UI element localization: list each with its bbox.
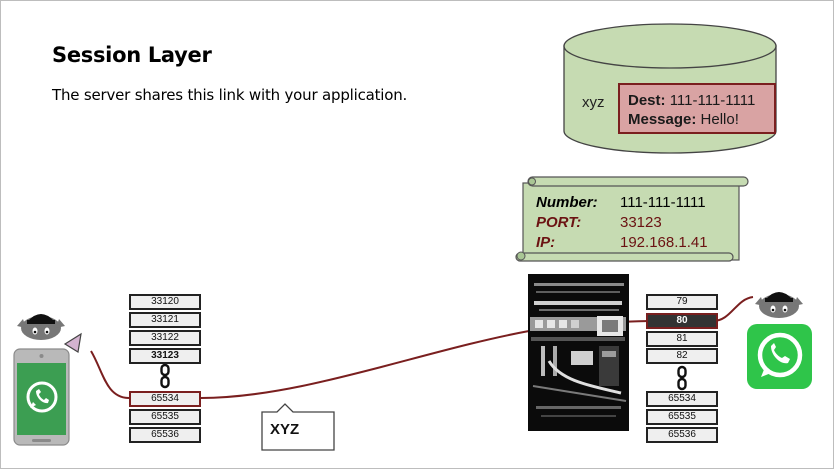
server-port-65536: 65536 <box>646 427 718 443</box>
pointer-triangle-icon <box>63 332 82 353</box>
note-dest-value: 111-111-1111 <box>669 92 756 109</box>
database-label: xyz <box>582 94 605 111</box>
client-port-33121: 33121 <box>129 312 201 328</box>
scroll-card: Number: 111-111-1111 PORT: 33123 IP: 192.16… <box>536 193 708 253</box>
whatsapp-icon <box>747 324 812 389</box>
scroll-key: IP: <box>536 234 556 251</box>
slide-subtitle: The server shares this link with your ap… <box>52 86 408 104</box>
server-port-82: 82 <box>646 348 718 364</box>
scroll-card-shape <box>515 176 749 262</box>
server-port-65534: 65534 <box>646 391 718 407</box>
client-port-33122: 33122 <box>129 330 201 346</box>
server-port-81: 81 <box>646 331 718 347</box>
packet-xyz-label: XYZ <box>270 421 300 438</box>
server-port-80: 80 <box>646 313 718 329</box>
robot-head-icon-right <box>755 292 803 318</box>
client-port-65536: 65536 <box>129 427 201 443</box>
scroll-value: 33123 <box>620 214 662 231</box>
smartphone-icon <box>13 348 70 446</box>
server-port-79: 79 <box>646 294 718 310</box>
note-message-value: Hello! <box>700 111 739 128</box>
chain-link-icon-client <box>160 363 170 389</box>
scroll-key: PORT: <box>536 214 582 231</box>
note-message-label: Message: <box>628 111 697 128</box>
client-port-65534: 65534 <box>129 391 201 407</box>
scroll-row-ip: IP: 192.168.1.41 <box>536 233 708 253</box>
scroll-key: Number: <box>536 194 598 211</box>
note-message-row: Message: Hello! <box>628 110 774 129</box>
scroll-value: 111-111-1111 <box>620 194 706 211</box>
robot-head-icon-left <box>17 314 65 340</box>
scroll-row-number: Number: 111-111-1111 <box>536 193 708 213</box>
slide-title: Session Layer <box>52 43 212 67</box>
client-port-65535: 65535 <box>129 409 201 425</box>
database-note: Dest: 111-111-1111 Message: Hello! <box>618 83 776 134</box>
client-port-33123: 33123 <box>129 348 201 364</box>
chain-link-icon-server <box>677 365 687 391</box>
server-port-65535: 65535 <box>646 409 718 425</box>
note-dest-row: Dest: 111-111-1111 <box>628 91 774 110</box>
client-port-33120: 33120 <box>129 294 201 310</box>
scroll-value: 192.168.1.41 <box>620 234 708 251</box>
note-dest-label: Dest: <box>628 92 666 109</box>
packet-xyz-shape <box>261 403 335 451</box>
server-photo <box>528 274 629 431</box>
scroll-row-port: PORT: 33123 <box>536 213 708 233</box>
